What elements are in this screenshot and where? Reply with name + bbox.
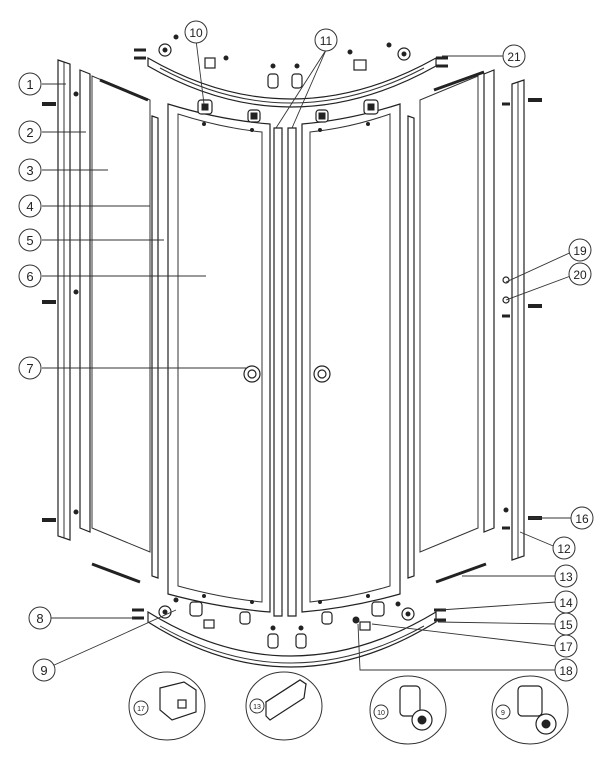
svg-text:11: 11 <box>320 34 333 48</box>
bottom-curved-rail <box>147 610 437 668</box>
callout-14: 14 <box>554 590 578 614</box>
callout-21: 21 <box>502 44 526 68</box>
callout-7: 7 <box>18 356 42 380</box>
left-wall-screws <box>42 91 79 522</box>
svg-text:13: 13 <box>559 570 573 584</box>
callout-9: 9 <box>32 658 56 682</box>
right-top-seal <box>433 70 485 92</box>
svg-text:12: 12 <box>557 542 571 556</box>
callout-10: 10 <box>184 20 208 44</box>
callout-12: 12 <box>552 536 576 560</box>
callout-2: 2 <box>18 120 42 144</box>
left-door-strip <box>151 115 159 579</box>
right-fixed-glass-frame <box>483 69 495 533</box>
left-fixed-glass <box>91 75 151 553</box>
svg-text:10: 10 <box>189 26 203 40</box>
left-fixed-glass-frame <box>79 69 91 533</box>
bottom-hardware <box>132 597 446 649</box>
svg-text:19: 19 <box>573 244 587 258</box>
svg-text:17: 17 <box>559 640 573 654</box>
svg-text:9: 9 <box>40 663 47 678</box>
right-door-strip <box>407 115 415 579</box>
svg-text:14: 14 <box>559 596 573 610</box>
detail-bottom-roller: 9 <box>491 675 569 745</box>
callout-18: 18 <box>554 658 578 682</box>
callout-16: 16 <box>570 506 594 530</box>
detail-label-13: 13 <box>253 704 261 711</box>
callout-8: 8 <box>28 606 52 630</box>
top-hardware <box>134 34 448 89</box>
detail-label-9: 9 <box>501 710 505 717</box>
callout-11: 11 <box>314 28 338 52</box>
right-bottom-seal <box>435 562 487 584</box>
callout-1: 1 <box>18 72 42 96</box>
right-door-handle <box>313 365 331 383</box>
svg-text:4: 4 <box>26 199 33 214</box>
leader-lines <box>42 39 577 671</box>
svg-text:5: 5 <box>26 233 33 248</box>
left-wall-profile <box>57 59 71 541</box>
detail-top-roller: 10 <box>369 675 447 745</box>
callout-20: 20 <box>568 262 592 286</box>
detail-label-10: 10 <box>377 710 385 717</box>
right-wall-profile <box>511 79 525 561</box>
svg-text:21: 21 <box>507 50 521 64</box>
detail-corner-connector: 17 <box>128 671 206 741</box>
svg-text:7: 7 <box>26 361 33 376</box>
right-sliding-door <box>301 103 401 613</box>
callout-15: 15 <box>554 612 578 636</box>
svg-text:6: 6 <box>26 269 33 284</box>
left-bottom-seal <box>91 562 141 584</box>
callout-5: 5 <box>18 228 42 252</box>
detail-label-17: 17 <box>137 706 145 713</box>
left-door-seal <box>273 127 283 617</box>
left-door-handle <box>243 365 261 383</box>
svg-text:18: 18 <box>559 664 573 678</box>
left-top-seal <box>99 78 149 102</box>
callout-4: 4 <box>18 194 42 218</box>
top-rollers <box>197 99 379 123</box>
detail-u-channel: 13 <box>245 671 323 741</box>
svg-text:20: 20 <box>573 268 587 282</box>
svg-text:8: 8 <box>36 611 43 626</box>
callout-19: 19 <box>568 238 592 262</box>
svg-text:3: 3 <box>26 163 33 178</box>
left-sliding-door <box>167 103 271 613</box>
callout-13: 13 <box>554 564 578 588</box>
callout-17: 17 <box>554 634 578 658</box>
svg-text:15: 15 <box>559 618 573 632</box>
callout-6: 6 <box>18 264 42 288</box>
callout-3: 3 <box>18 158 42 182</box>
svg-text:16: 16 <box>575 512 589 526</box>
svg-text:2: 2 <box>26 125 33 140</box>
svg-text:1: 1 <box>26 77 33 92</box>
right-door-seal <box>287 127 297 617</box>
right-fixed-glass <box>419 75 479 553</box>
